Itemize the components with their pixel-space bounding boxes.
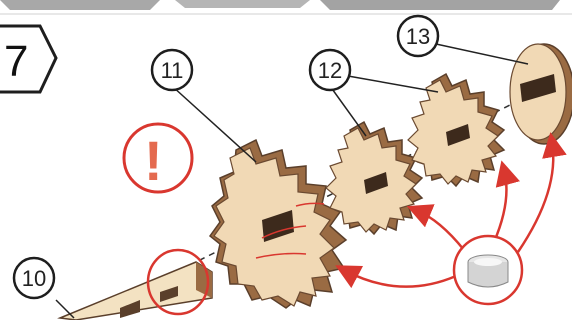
callout-10-label: 10 <box>22 266 46 291</box>
step-number: 7 <box>4 37 28 86</box>
callout-13: 13 <box>398 16 438 56</box>
callout-12-label: 12 <box>318 58 342 83</box>
callout-12: 12 <box>310 50 350 90</box>
callout-10: 10 <box>14 258 54 298</box>
part-12-gear-front <box>326 122 422 234</box>
step-badge: 7 <box>0 26 56 92</box>
part-10-shaft <box>60 250 212 320</box>
part-13-end-disc <box>510 44 572 144</box>
part-11-large-gear <box>210 140 346 308</box>
warning-marker: ! <box>124 124 192 192</box>
callout-11: 11 <box>152 50 192 90</box>
warning-symbol: ! <box>144 129 163 192</box>
callout-11-label: 11 <box>161 58 184 83</box>
header-band <box>0 0 572 14</box>
tealight-glue-icon <box>454 236 522 304</box>
callout-13-label: 13 <box>406 24 430 49</box>
part-12-gear-back <box>408 74 504 186</box>
